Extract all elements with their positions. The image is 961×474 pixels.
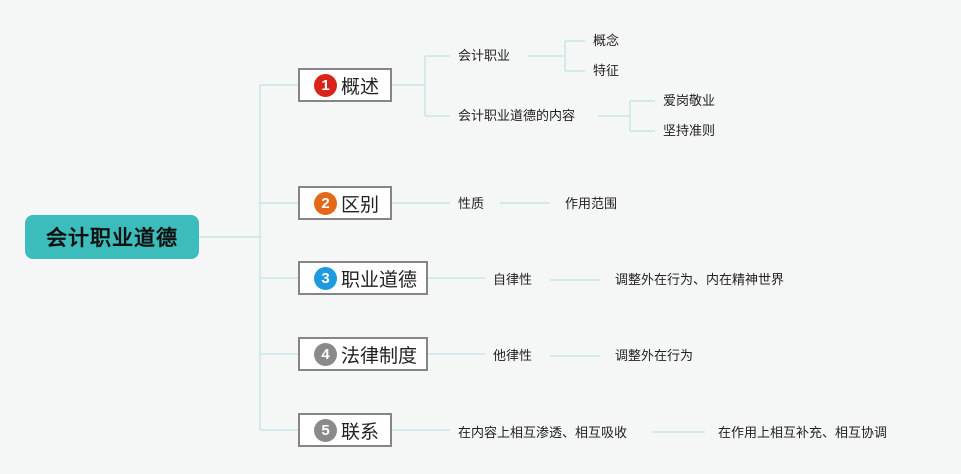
topic-ethics-content[interactable]: 会计职业道德的内容 (458, 108, 576, 123)
number-1-badge-icon: 1 (314, 73, 337, 97)
number-4-badge-icon: 4 (314, 342, 337, 366)
branch-professional-ethics[interactable]: 3 职业道德 (298, 261, 428, 295)
branch-overview[interactable]: 1 概述 (298, 68, 392, 102)
branch-label: 联系 (341, 421, 380, 443)
topic-heteronomy[interactable]: 他律性 (493, 348, 533, 363)
leaf-law-adjusts[interactable]: 调整外在行为 (615, 348, 694, 363)
number-2-badge-icon: 2 (314, 191, 337, 215)
topic-self-discipline[interactable]: 自律性 (493, 272, 533, 287)
branch-connection[interactable]: 5 联系 (298, 413, 392, 447)
number-5-badge-icon: 5 (314, 418, 337, 442)
leaf-function-relation[interactable]: 在作用上相互补充、相互协调 (718, 425, 888, 440)
topic-nature[interactable]: 性质 (458, 196, 485, 211)
leaf-dedication[interactable]: 爱岗敬业 (663, 93, 716, 108)
leaf-concept[interactable]: 概念 (593, 33, 620, 48)
number-3-badge-icon: 3 (314, 266, 337, 290)
branch-difference[interactable]: 2 区别 (298, 186, 392, 220)
branch-label: 概述 (341, 76, 380, 98)
leaf-characteristics[interactable]: 特征 (593, 63, 620, 78)
leaf-adhere-standards[interactable]: 坚持准则 (663, 123, 716, 138)
branch-legal-system[interactable]: 4 法律制度 (298, 337, 428, 371)
branch-label: 法律制度 (341, 345, 418, 367)
topic-content-relation[interactable]: 在内容上相互渗透、相互吸收 (458, 425, 628, 440)
root-topic[interactable]: 会计职业道德 (25, 215, 199, 259)
topic-accounting-profession[interactable]: 会计职业 (458, 48, 511, 63)
leaf-scope[interactable]: 作用范围 (565, 196, 618, 211)
leaf-ethics-adjusts[interactable]: 调整外在行为、内在精神世界 (615, 272, 785, 287)
branch-label: 职业道德 (341, 269, 418, 291)
branch-label: 区别 (341, 194, 380, 216)
